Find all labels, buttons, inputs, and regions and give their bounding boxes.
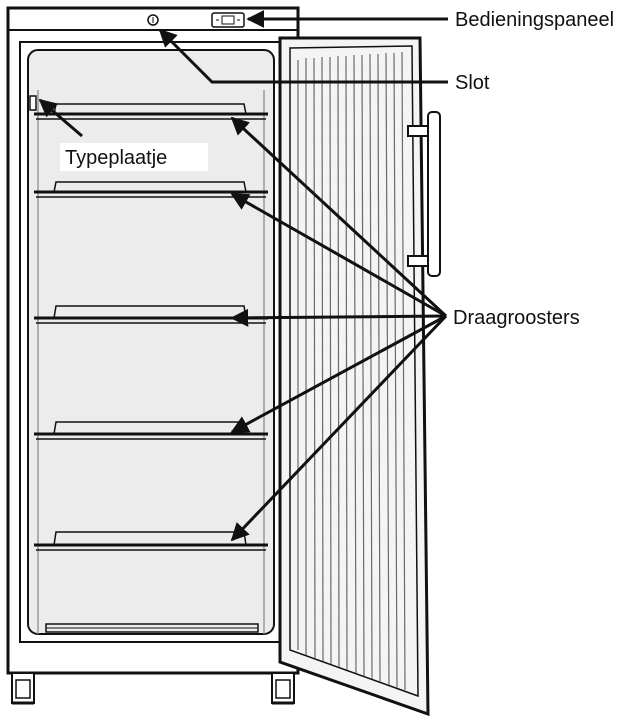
arrow-shelf-5 xyxy=(230,314,448,542)
cabinet-interior xyxy=(27,49,275,635)
door xyxy=(278,36,430,717)
type-plate xyxy=(29,95,37,111)
label-control-panel: Bedieningspaneel xyxy=(455,9,614,31)
arrow-shelf-3 xyxy=(230,308,447,327)
arrow-lock xyxy=(158,28,448,84)
label-type-plate: Typeplaatje xyxy=(65,147,167,169)
arrow-shelf-1 xyxy=(230,116,448,318)
label-lock: Slot xyxy=(455,72,490,94)
arrow-shelf-2 xyxy=(230,192,447,318)
bottom-grid xyxy=(45,623,259,633)
arrow-shelf-4 xyxy=(230,314,447,434)
door-handle-icon xyxy=(407,111,441,277)
shelf-2 xyxy=(34,181,268,198)
callout-arrows xyxy=(38,10,448,542)
control-panel-icon xyxy=(211,12,245,28)
lock-icon xyxy=(147,14,159,26)
door-channels xyxy=(297,51,406,691)
label-shelves: Draagroosters xyxy=(453,307,580,329)
arrow-type-plate xyxy=(38,98,83,138)
caster-wheel-icon xyxy=(271,672,295,705)
caster-wheel-icon xyxy=(11,672,35,705)
cabinet xyxy=(6,6,300,675)
